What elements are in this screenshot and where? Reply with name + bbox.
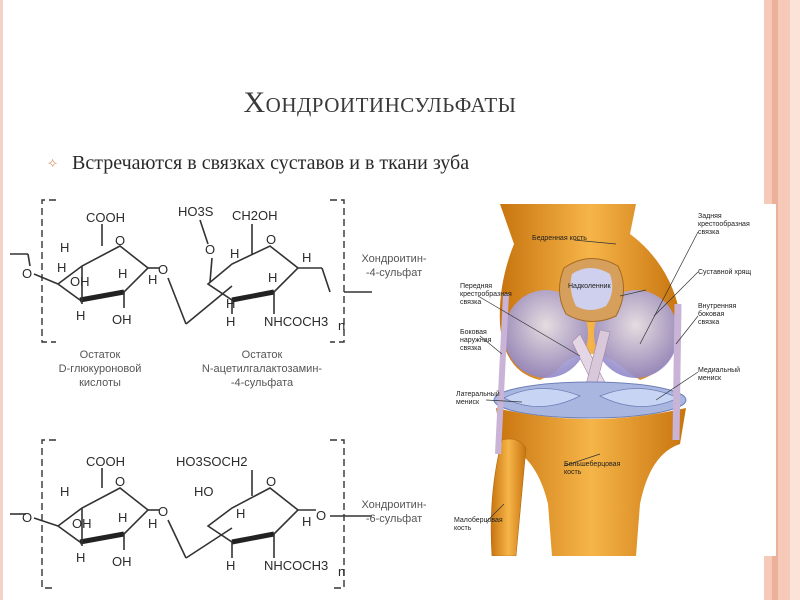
atom-h: H [118,510,127,525]
cooh-label: COOH [86,210,125,225]
label-patella: Надколенник [568,283,612,290]
nhcoch3-label: NHCOCH3 [264,314,328,329]
atom-h: H [230,246,239,261]
atom-h: H [226,558,235,573]
link-o-mid: O [158,262,168,277]
left-border [0,0,3,600]
fibula-shape [490,438,527,556]
label-medial-meniscus-1: Медиальный [698,366,740,374]
atom-ho: HO [194,484,214,499]
label-medial-meniscus-2: мениск [698,375,722,382]
ho3soch2-label: HO3SOCH2 [176,454,248,469]
ring-o-right: O [266,474,276,489]
label-tibia-1: Большеберцовая [564,460,621,468]
atom-h: H [57,260,66,275]
label-medial-ligament-2: боковая [698,310,724,318]
atom-h: H [302,250,311,265]
atom-h: H [118,266,127,281]
caption-galactosamine-1: Остаток [242,349,283,361]
repeat-n: n [338,318,345,333]
nhcoch3-label: NHCOCH3 [264,558,328,573]
patella-cartilage [570,268,613,310]
ring-o-right: O [266,232,276,247]
link-o-left: O [22,510,32,525]
slide-title: Хондроитинсульфаты [243,86,517,119]
label-posterior-cruciate-1: Задняя [698,213,722,220]
right-decor-edge [790,0,800,600]
knee-joint-illustration: .lbl { font-size:7px; fill:#222; } .pl {… [440,204,776,556]
name-chondroitin-6-2: -6-сульфат [366,513,422,525]
atom-h: H [76,550,85,565]
label-tibia-2: кость [564,469,582,476]
atom-h: H [226,314,235,329]
link-o-mid: O [158,504,168,519]
label-fibula-2: кость [454,525,472,532]
name-chondroitin-6-1: Хондроитин- [361,499,426,511]
caption-galactosamine-3: -4-сульфата [231,377,294,389]
label-articular-cartilage: Суставной хрящ [698,268,751,276]
chondroitin-6-sulfate-structure: O COOH O H OH H H OH H O HO3SOCH2 HO O [10,439,427,589]
label-medial-ligament-1: Внутренняя [698,303,737,310]
ch2oh-label: CH2OH [232,208,278,223]
caption-glucuronic-1: Остаток [80,349,121,361]
label-medial-ligament-3: связка [698,319,719,326]
atom-h: H [268,270,277,285]
atom-h: H [60,484,69,499]
label-posterior-cruciate-3: связка [698,229,719,236]
repeat-n: n [338,564,345,579]
medial-collateral-ligament [672,303,682,441]
glucuronic-ring [56,245,150,301]
label-lateral-ligament-2: наружная [460,337,492,344]
bracket-right [330,199,345,343]
label-lateral-meniscus-1: Латеральный [456,390,500,398]
label-posterior-cruciate-2: крестообразная [698,220,750,228]
atom-h: H [148,516,157,531]
atom-oh: OH [72,516,92,531]
caption-glucuronic-2: D-глюкуроновой [59,363,142,375]
bracket-left [41,199,56,343]
chem-structures: .ln { stroke:#333; stroke-width:1.6; fil… [10,199,427,589]
atom-h: H [76,308,85,323]
atom-oh: OH [70,274,90,289]
link-o-right: O [316,508,326,523]
bracket-left [41,439,56,589]
ring-o-left: O [115,233,125,248]
tibia-shape [496,408,686,556]
atom-oh: OH [112,312,132,327]
ho3s-label: HO3S [178,204,214,219]
label-lateral-ligament-1: Боковая [460,329,487,336]
atom-h: H [226,296,235,311]
atom-h: H [236,506,245,521]
galactosamine-ring [206,245,300,301]
atom-h: H [302,514,311,529]
caption-glucuronic-3: кислоты [79,377,121,389]
atom-h: H [148,272,157,287]
atom-h: H [60,240,69,255]
name-chondroitin-4-1: Хондроитин- [361,253,426,265]
label-fibula-1: Малоберцовая [454,516,503,524]
bracket-right [330,439,345,589]
link-o-left: O [22,266,32,281]
chondroitin-4-sulfate-structure: O COOH O H H OH H H OH H O HO3S [10,199,427,389]
ring-o-left: O [115,474,125,489]
label-anterior-cruciate-1: Передняя [460,283,492,290]
atom-o: O [205,242,215,257]
label-femur: Бедренная кость [532,235,587,242]
label-anterior-cruciate-2: крестообразная [460,290,512,298]
name-chondroitin-4-2: -4-сульфат [366,267,422,279]
glucuronic-ring [56,487,150,543]
label-lateral-meniscus-2: мениск [456,399,480,406]
atom-oh: OH [112,554,132,569]
label-lateral-ligament-3: связка [460,345,481,352]
bullet-icon: ⟡ [48,156,58,171]
lateral-collateral-ligament [495,293,509,455]
cooh-label: COOH [86,454,125,469]
bullet-text: Встречаются в связках суставов и в ткани… [72,152,470,174]
label-anterior-cruciate-3: связка [460,299,481,306]
lateral-meniscus-shape [503,388,581,407]
caption-galactosamine-2: N-ацетилгалактозамин- [202,363,322,375]
